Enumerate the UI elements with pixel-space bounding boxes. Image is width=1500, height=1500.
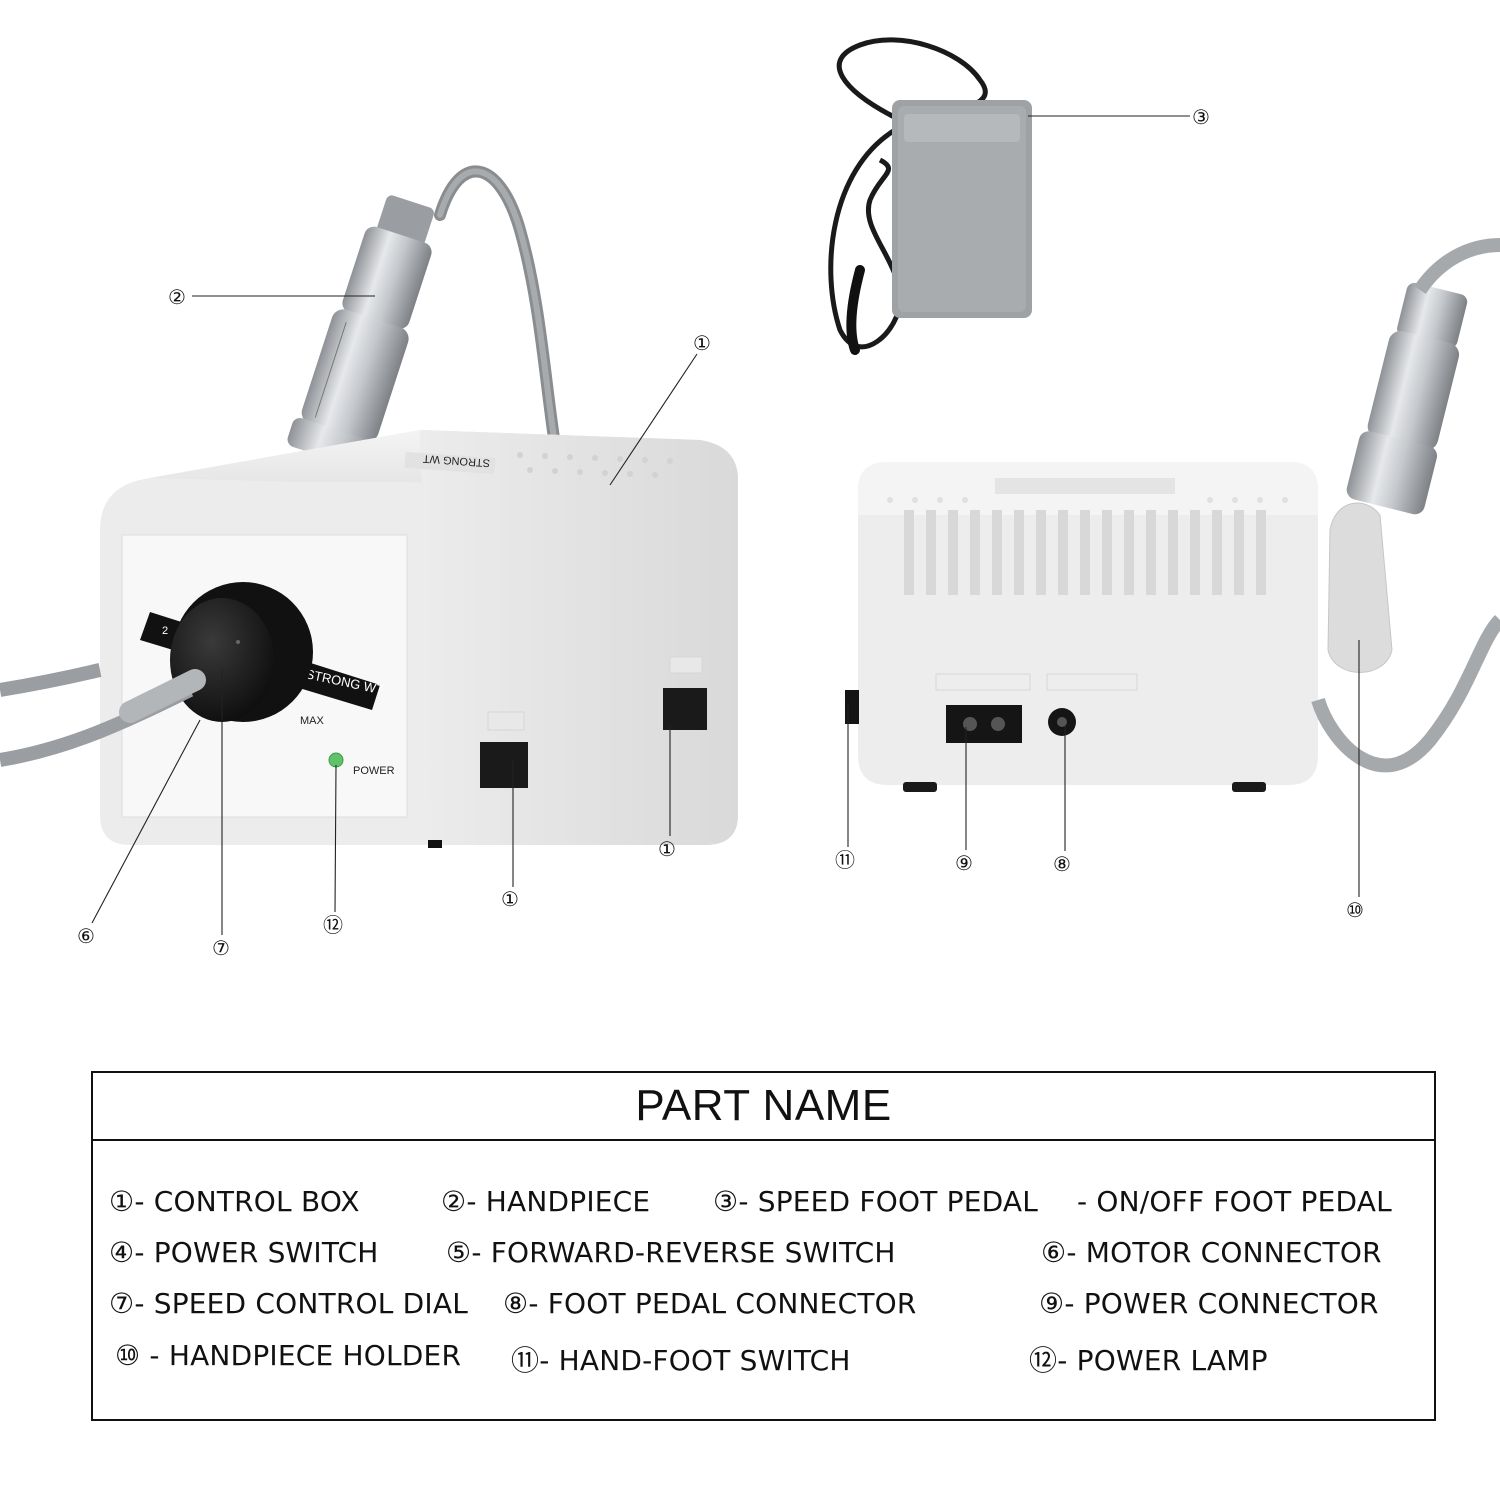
- foot-pedal: [828, 37, 1032, 355]
- top-brand-label: STRONG WT: [422, 452, 490, 469]
- product-diagram: STRONG WT 2 STRONG WT MAX POWER: [0, 37, 1500, 960]
- parts-table-title: PART NAME: [635, 1081, 892, 1130]
- part-entry-control-box: ①- CONTROL BOX: [109, 1185, 360, 1218]
- callout-12: ⑫: [323, 913, 343, 937]
- leader-lines: [91, 115, 1360, 935]
- rear-vents: [904, 510, 1266, 595]
- handpiece-holder: [1311, 502, 1500, 773]
- part-entry-speed-control-dial: ⑦- SPEED CONTROL DIAL: [109, 1287, 469, 1320]
- part-entry-motor-connector: ⑥- MOTOR CONNECTOR: [1041, 1236, 1382, 1269]
- callout-3: ③: [1192, 105, 1210, 129]
- part-entry-power-lamp: ⑫- POWER LAMP: [1029, 1344, 1268, 1377]
- callout-numbers: ② ① ③ ① ① ⑥ ⑦ ⑫ ⑪ ⑨ ⑧ ⑩: [77, 105, 1364, 960]
- part-entry-speed-foot-pedal: ③- SPEED FOOT PEDAL: [713, 1185, 1039, 1218]
- callout-9: ⑨: [955, 851, 973, 875]
- control-box-rear-view: [845, 238, 1500, 792]
- callout-1-top: ①: [693, 331, 711, 355]
- dial-max-label: MAX: [300, 715, 325, 727]
- part-entry-handpiece: ②- HANDPIECE: [441, 1185, 651, 1218]
- callout-10: ⑩: [1346, 898, 1364, 922]
- pedal-plug: [846, 265, 865, 355]
- parts-table-header: PART NAME: [93, 1073, 1434, 1141]
- callout-8: ⑧: [1053, 852, 1071, 876]
- power-connector[interactable]: [946, 705, 1022, 743]
- parts-table: PART NAME ①- CONTROL BOX ②- HANDPIECE ③-…: [91, 1071, 1436, 1421]
- part-entry-foot-pedal-connector: ⑧- FOOT PEDAL CONNECTOR: [503, 1287, 917, 1320]
- callout-6: ⑥: [77, 924, 95, 948]
- callout-1-front-foot: ①: [501, 887, 519, 911]
- part-entry-hand-foot-switch: ⑪- HAND-FOOT SWITCH: [511, 1344, 851, 1377]
- power-switch[interactable]: [480, 742, 528, 788]
- part-entry-handpiece-holder: ⑩ - HANDPIECE HOLDER: [115, 1339, 462, 1372]
- callout-7: ⑦: [212, 936, 230, 960]
- power-lamp-label: POWER: [353, 765, 395, 777]
- control-box-front-view: STRONG WT 2 STRONG WT MAX POWER: [0, 165, 738, 848]
- part-entry-on-off-foot-pedal: - ON/OFF FOOT PEDAL: [1077, 1185, 1392, 1218]
- callout-11: ⑪: [835, 848, 855, 872]
- handpiece-left: [287, 195, 434, 471]
- part-entry-power-switch: ④- POWER SWITCH: [109, 1236, 379, 1269]
- part-entry-forward-reverse-switch: ⑤- FORWARD-REVERSE SWITCH: [446, 1236, 896, 1269]
- dial-min-label: 2: [162, 625, 168, 637]
- hand-foot-switch[interactable]: [845, 690, 859, 724]
- forward-reverse-switch[interactable]: [663, 688, 707, 730]
- callout-1-right-foot: ①: [658, 837, 676, 861]
- callout-2: ②: [168, 285, 186, 309]
- part-entry-power-connector: ⑨- POWER CONNECTOR: [1039, 1287, 1379, 1320]
- handpiece-right: [1346, 282, 1468, 515]
- power-lamp: [328, 752, 344, 768]
- motor-cord-coiled: [0, 663, 102, 697]
